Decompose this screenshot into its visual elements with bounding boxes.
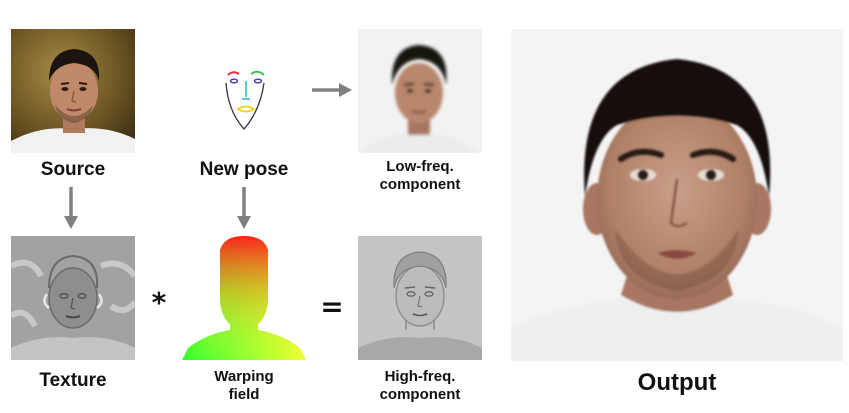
low-freq-image	[358, 29, 482, 153]
warping-field-label: Warping field	[176, 368, 312, 404]
new-pose-image	[182, 29, 306, 153]
high-freq-label-line1: High-freq.	[384, 368, 456, 385]
warping-field-label-line1: Warping	[214, 368, 274, 385]
warping-field-image	[182, 236, 306, 360]
equals-operator: =	[320, 290, 344, 323]
low-freq-label: Low-freq. component	[352, 158, 488, 194]
new-pose-label: New pose	[199, 159, 289, 180]
high-freq-image	[358, 236, 482, 360]
high-freq-label: High-freq. component	[352, 368, 488, 404]
low-freq-label-line1: Low-freq.	[386, 158, 454, 175]
arrow-down-icon	[63, 187, 79, 229]
output-image	[511, 29, 843, 361]
low-freq-label-line2: component	[379, 176, 461, 193]
output-label: Output	[637, 369, 717, 396]
texture-label: Texture	[39, 370, 107, 391]
warping-field-label-line2: field	[228, 386, 260, 403]
multiply-operator: *	[151, 286, 167, 319]
source-image	[11, 29, 135, 153]
high-freq-label-line2: component	[379, 386, 461, 403]
arrow-down-icon	[236, 187, 252, 229]
source-label: Source	[40, 159, 106, 180]
arrow-right-icon	[312, 82, 352, 98]
texture-image	[11, 236, 135, 360]
